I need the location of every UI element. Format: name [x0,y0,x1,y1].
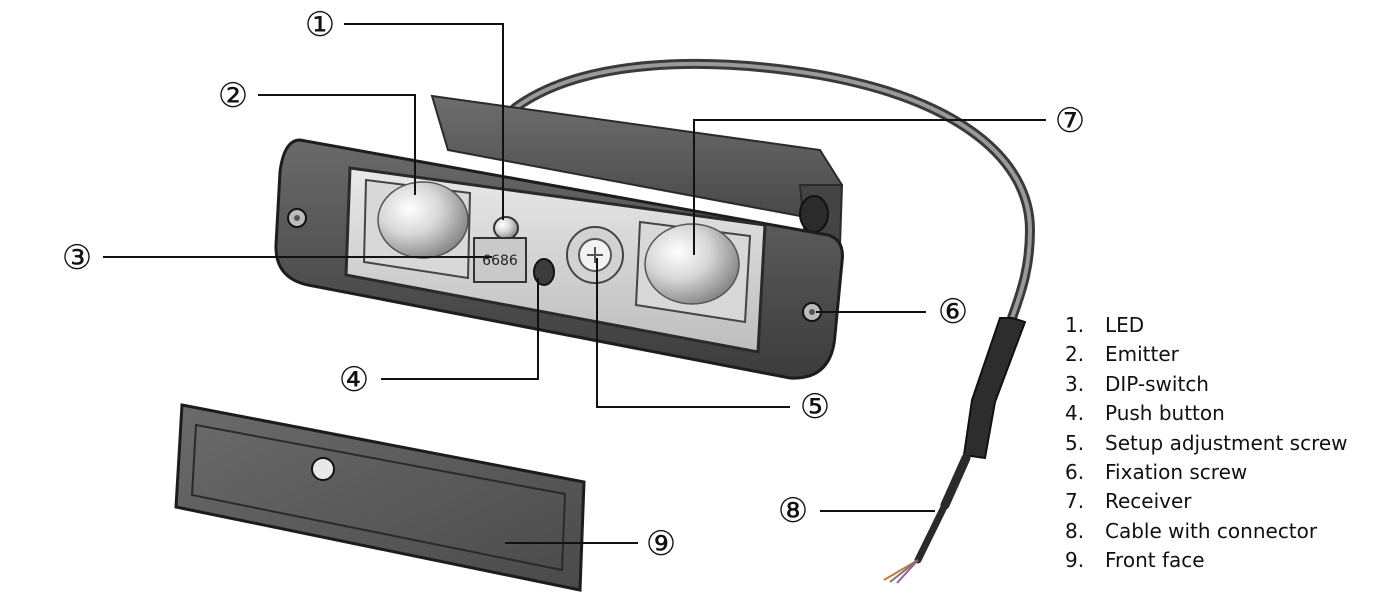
legend-item: 7. Receiver [1065,487,1348,516]
leader-lines [103,23,1046,544]
legend-item: 3. DIP-switch [1065,370,1348,399]
front-face-led-hole [311,457,335,481]
legend-label: Cable with connector [1105,518,1318,543]
legend-number: 5. [1065,430,1085,455]
front-face-cover [174,403,586,592]
legend-item: 1. LED [1065,311,1348,340]
callout-4: ④ [339,360,369,400]
legend-item: 5. Setup adjustment screw [1065,429,1348,458]
callout-6: ⑥ [938,292,968,332]
cable [510,59,1036,323]
legend-label: Emitter [1105,342,1179,367]
cable-gland [799,195,829,233]
legend-number: 3. [1065,371,1085,396]
callout-2: ② [218,76,248,116]
legend-number: 8. [1065,518,1085,543]
legend-number: 1. [1065,313,1085,337]
legend-item: 9. Front face [1065,546,1348,575]
cable-connector [883,317,1027,584]
legend-label: Push button [1105,401,1225,426]
receiver-lens [644,223,740,305]
legend-label: Receiver [1105,489,1192,514]
dip-switch [473,237,527,283]
emitter-lens [377,181,469,259]
callout-8: ⑧ [778,491,808,531]
callout-1: ① [305,5,335,45]
legend-item: 8. Cable with connector [1065,517,1348,546]
led [493,216,519,240]
legend-label: Fixation screw [1105,460,1248,485]
dip-switch-text: 6686 [482,253,518,269]
legend-number: 7. [1065,489,1085,514]
legend-label: LED [1105,313,1145,337]
legend-number: 9. [1065,548,1085,573]
legend-item: 2. Emitter [1065,340,1348,369]
legend-label: DIP-switch [1105,371,1209,396]
callout-3: ③ [62,238,92,278]
callout-numbers: ① ② ③ ④ ⑤ ⑥ ⑦ ⑧ ⑨ [62,5,1085,564]
parts-legend: 1. LED 2. Emitter 3. DIP-switch 4. Push butt… [1065,311,1348,576]
legend-number: 6. [1065,460,1085,485]
callout-9: ⑨ [646,524,676,564]
legend-item: 6. Fixation screw [1065,458,1348,487]
legend-item: 4. Push button [1065,399,1348,428]
legend-number: 4. [1065,401,1085,426]
legend-label: Setup adjustment screw [1105,430,1348,455]
legend-label: Front face [1105,548,1205,573]
internal-components: 6686 [362,178,752,324]
legend-number: 2. [1065,342,1085,367]
callout-7: ⑦ [1055,101,1085,141]
callout-5: ⑤ [800,387,830,427]
